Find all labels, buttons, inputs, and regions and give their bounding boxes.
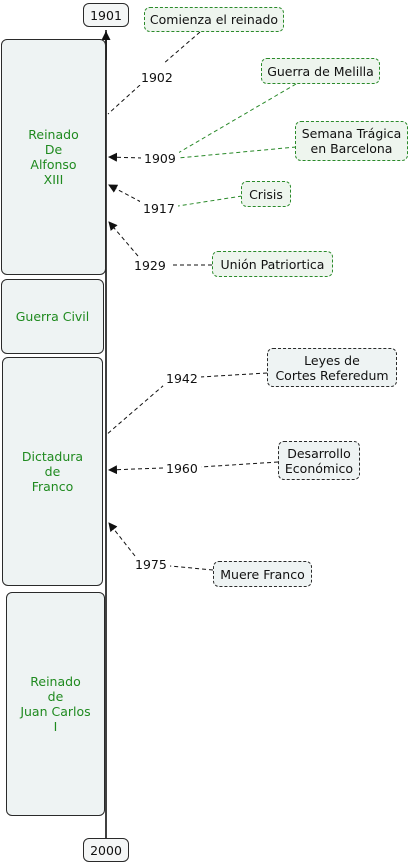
year-label-1917: 1917 (140, 201, 178, 216)
connector-1975-axis (108, 522, 136, 557)
timeline-end-label: 2000 (83, 838, 129, 862)
connector-1942-axis (105, 384, 165, 436)
connector-1960-axis (108, 465, 164, 475)
year-label-1960: 1960 (163, 461, 201, 476)
year-label-1942: 1942 (163, 371, 201, 386)
connector-1917-axis (108, 184, 142, 203)
connector-1960-event (199, 461, 279, 468)
era-juan-carlos-i: Reinado de Juan Carlos I (6, 592, 105, 816)
connector-1975-event (169, 565, 214, 571)
era-dictadura-franco: Dictadura de Franco (2, 357, 103, 586)
event-semana-tragica: Semana Trágica en Barcelona (295, 121, 408, 161)
year-label-1975: 1975 (132, 557, 170, 572)
connector-1917-event (177, 195, 243, 207)
connector-1942-event (199, 372, 268, 378)
event-desarrollo-economico: Desarrollo Económico (278, 441, 360, 480)
year-label-1909: 1909 (141, 151, 179, 166)
event-guerra-melilla: Guerra de Melilla (261, 58, 380, 84)
connector-1909-axis (108, 152, 143, 162)
connector-1902-axis (107, 84, 141, 115)
event-crisis: Crisis (241, 181, 291, 207)
connector-1909-semana (177, 146, 297, 159)
connector-1902-event (162, 31, 201, 65)
year-label-1929: 1929 (131, 258, 169, 273)
year-label-1902: 1902 (138, 70, 176, 85)
timeline-start-label: 1901 (83, 3, 129, 27)
event-leyes-cortes: Leyes de Cortes Referedum (267, 348, 397, 387)
era-guerra-civil: Guerra Civil (1, 279, 104, 354)
event-muere-franco: Muere Franco (213, 561, 312, 587)
connector-1909-melilla (177, 83, 297, 154)
era-alfonso-xiii: Reinado De Alfonso XIII (1, 39, 106, 275)
event-union-patriotica: Unión Patriortica (212, 251, 333, 277)
event-comienza-reinado: Comienza el reinado (144, 7, 284, 32)
connector-1929-axis (108, 221, 139, 257)
